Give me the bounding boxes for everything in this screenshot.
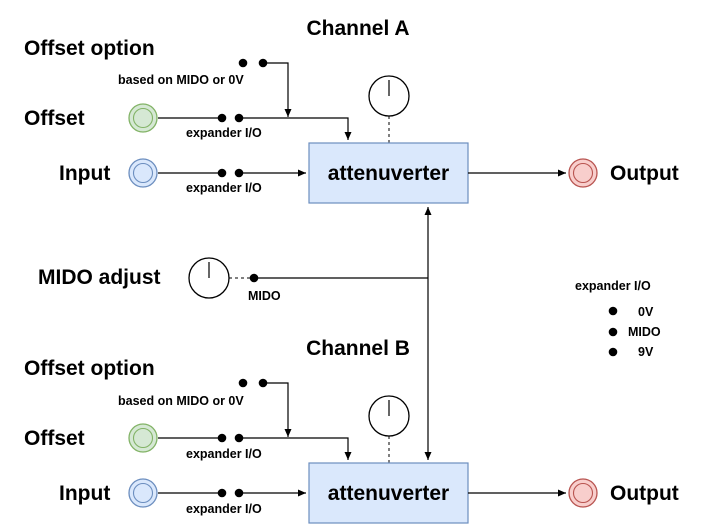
channel-a-attenuverter-label: attenuverter xyxy=(328,162,449,185)
channel-a-attenuverter-block xyxy=(308,142,469,204)
channel-b-offset-option-label: Offset option xyxy=(24,357,155,380)
channel-a-offset-switch-dot-1 xyxy=(217,113,227,123)
channel-b-input-switch-dot-1 xyxy=(217,488,227,498)
legend-dot-0v xyxy=(608,306,618,316)
channel-b-offset-switch-dot-1 xyxy=(217,433,227,443)
channel-b-attenuverter-block xyxy=(308,462,469,524)
channel-a-output-label: Output xyxy=(610,162,679,185)
channel-a-offset-label: Offset xyxy=(24,107,85,130)
channel-b-input-label: Input xyxy=(59,482,110,505)
channel-a-offset-switch-dot-2 xyxy=(234,113,244,123)
channel-a-offset-option-label: Offset option xyxy=(24,37,155,60)
channel-a-expander-offset-label: expander I/O xyxy=(186,126,262,140)
channel-a-input-label: Input xyxy=(59,162,110,185)
mido-section: MIDO adjust MIDO xyxy=(38,207,432,460)
channel-b-attenuverter-label: attenuverter xyxy=(328,482,449,505)
channel-b-title: Channel B xyxy=(306,337,410,360)
channel-a-offset-wire-2 xyxy=(239,117,352,140)
channel-a-output-jack-inner xyxy=(572,162,594,184)
channel-b-offset-switch-dot-2 xyxy=(234,433,244,443)
channel-b-option-dot-2 xyxy=(258,378,268,388)
channel-b-offset-wire-2 xyxy=(239,437,352,460)
channel-b-output-label: Output xyxy=(610,482,679,505)
legend-item-9v: 9V xyxy=(638,345,654,359)
channel-a-input-switch-dot-1 xyxy=(217,168,227,178)
legend-item-mido: MIDO xyxy=(628,325,661,339)
channel-b-offset-jack-inner xyxy=(132,427,154,449)
mido-point-label: MIDO xyxy=(248,289,281,303)
channel-b-input-jack-inner xyxy=(132,482,154,504)
mido-adjust-label: MIDO adjust xyxy=(38,266,161,289)
legend-dot-mido xyxy=(608,327,618,337)
channel-b-input-switch-dot-2 xyxy=(234,488,244,498)
channel-b-offset-option-wire xyxy=(263,382,292,437)
channel-a-option-dot-1 xyxy=(238,58,248,68)
channel-b-expander-input-label: expander I/O xyxy=(186,502,262,516)
channel-b: Channel B Offset option based on MIDO or… xyxy=(24,337,679,524)
channel-a-offset-jack-inner xyxy=(132,107,154,129)
channel-a: Channel A Offset option based on MIDO or… xyxy=(24,17,679,204)
legend-dot-9v xyxy=(608,347,618,357)
channel-a-input-jack-inner xyxy=(132,162,154,184)
channel-a-title: Channel A xyxy=(306,17,409,40)
legend-title: expander I/O xyxy=(575,279,651,293)
channel-a-offset-option-note: based on MIDO or 0V xyxy=(118,73,244,87)
mido-point-dot xyxy=(249,273,259,283)
channel-a-option-dot-2 xyxy=(258,58,268,68)
legend-item-0v: 0V xyxy=(638,305,654,319)
channel-b-option-dot-1 xyxy=(238,378,248,388)
channel-a-input-switch-dot-2 xyxy=(234,168,244,178)
channel-b-offset-label: Offset xyxy=(24,427,85,450)
expander-legend: expander I/O 0V MIDO 9V xyxy=(575,279,661,359)
channel-b-output-jack-inner xyxy=(572,482,594,504)
channel-a-offset-option-wire xyxy=(263,62,292,117)
channel-b-expander-offset-label: expander I/O xyxy=(186,447,262,461)
channel-a-expander-input-label: expander I/O xyxy=(186,181,262,195)
channel-b-offset-option-note: based on MIDO or 0V xyxy=(118,394,244,408)
